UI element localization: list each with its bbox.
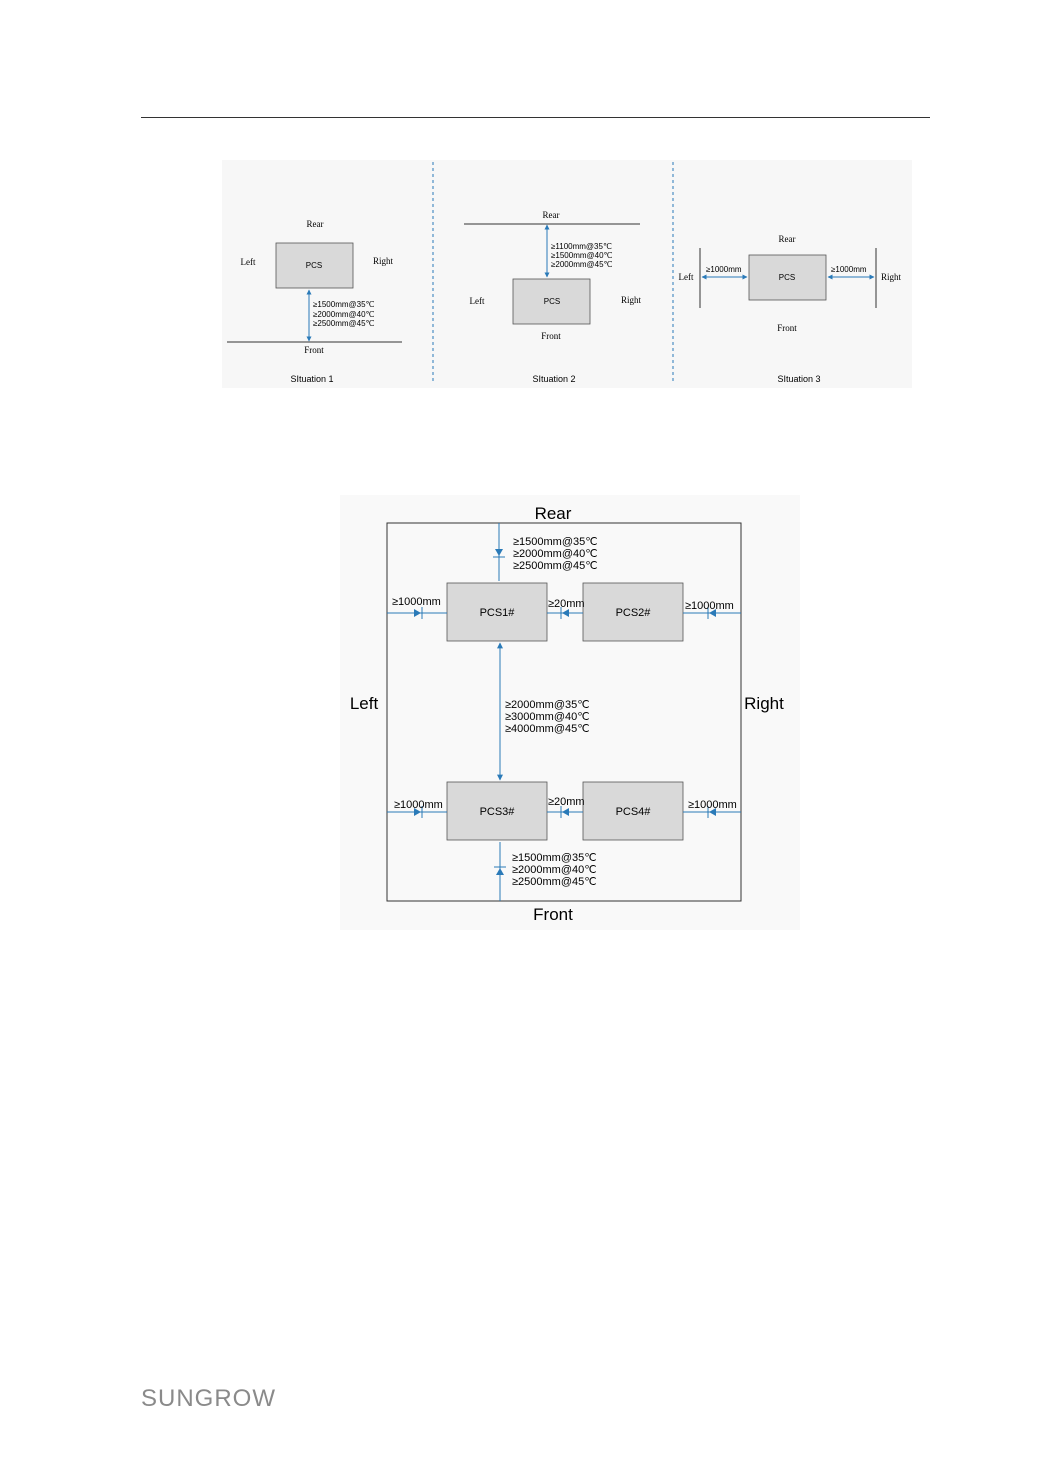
rear-label: Rear — [307, 219, 324, 229]
pcs-label: PCS — [306, 261, 322, 270]
clearance-value: ≥1500mm@35℃ — [513, 536, 598, 548]
clearance-value: ≥20mm — [548, 598, 585, 610]
front-label: Front — [304, 345, 324, 355]
left-label: Left — [470, 296, 485, 306]
situation-2-panel: Rear ≥1100mm@35℃ ≥1500mm@40℃ ≥2000mm@45℃… — [464, 210, 641, 384]
pcs-unit-label: PCS4# — [616, 806, 652, 818]
clearance-arrow-head — [495, 549, 503, 556]
logo-text: SUNGROW — [141, 1385, 276, 1412]
pcs-unit-label: PCS3# — [480, 806, 516, 818]
clearance-value: ≥2000mm@40℃ — [313, 310, 375, 319]
pcs-unit — [446, 582, 548, 642]
left-label: Left — [350, 694, 379, 713]
pcs-unit-label: PCS1# — [480, 607, 516, 619]
clearance-value: ≥1000mm — [392, 596, 441, 608]
clearance-value: ≥1500mm@40℃ — [551, 251, 613, 260]
clearance-arrow-head — [709, 808, 716, 816]
pcs-label: PCS — [544, 297, 560, 306]
clearance-value: ≥2000mm@35℃ — [505, 699, 590, 711]
front-label: Front — [777, 323, 797, 333]
right-label: Right — [881, 272, 902, 282]
left-label: Left — [241, 257, 256, 267]
situation-3-panel: Rear Left Right PCS ≥1000mm ≥1000mm Fron… — [679, 234, 902, 384]
sungrow-logo: SUNGROW — [141, 1385, 276, 1412]
pcs-unit — [582, 781, 684, 841]
rear-label: Rear — [779, 234, 796, 244]
clearance-value: ≥2000mm@45℃ — [551, 260, 613, 269]
clearance-value: ≥1000mm — [688, 799, 737, 811]
left-label: Left — [679, 272, 694, 282]
pcs-label: PCS — [779, 273, 795, 282]
pcs-unit-label: PCS2# — [616, 607, 652, 619]
figure-background — [340, 495, 800, 930]
pcs-box — [512, 278, 591, 325]
clearance-value: ≥1000mm — [831, 265, 867, 274]
clearance-value: ≥1000mm — [685, 600, 734, 612]
right-label: Right — [744, 694, 784, 713]
clearance-arrow-head — [496, 868, 504, 875]
clearance-figure-four-pcs: Rear Front Left Right PCS1# PCS2# PCS3# … — [340, 495, 800, 930]
clearance-value: ≥1000mm — [394, 799, 443, 811]
pcs-unit — [582, 582, 684, 642]
clearance-value: ≥1500mm@35℃ — [313, 300, 375, 309]
clearance-arrow-head — [414, 808, 421, 816]
pcs-box — [275, 242, 354, 289]
clearance-value: ≥2000mm@40℃ — [513, 548, 598, 560]
clearance-value: ≥1500mm@35℃ — [512, 852, 597, 864]
situation-caption: SItuation 3 — [777, 374, 820, 384]
clearance-value: ≥2000mm@40℃ — [512, 864, 597, 876]
situation-caption: SItuation 1 — [290, 374, 333, 384]
situation-1-panel: Rear Left Right PCS ≥1500mm@35℃ ≥2000mm@… — [227, 219, 402, 384]
pcs-box — [748, 254, 827, 301]
clearance-value: ≥2500mm@45℃ — [313, 319, 375, 328]
clearance-figure-situations: Rear Left Right PCS ≥1500mm@35℃ ≥2000mm@… — [222, 160, 912, 388]
pcs-unit — [446, 781, 548, 841]
clearance-arrow-head — [414, 609, 421, 617]
clearance-value: ≥4000mm@45℃ — [505, 723, 590, 735]
clearance-value: ≥1100mm@35℃ — [551, 242, 612, 251]
clearance-arrow-head — [562, 808, 569, 816]
header-rule — [141, 117, 930, 118]
right-label: Right — [373, 256, 394, 266]
situation-caption: SItuation 2 — [532, 374, 575, 384]
clearance-arrow-head — [562, 609, 569, 617]
clearance-value: ≥20mm — [548, 796, 585, 808]
rear-label: Rear — [543, 210, 560, 220]
clearance-value: ≥1000mm — [706, 265, 742, 274]
clearance-value: ≥2500mm@45℃ — [513, 560, 598, 572]
clearance-arrow-head — [709, 609, 716, 617]
front-label: Front — [533, 905, 573, 924]
clearance-value: ≥3000mm@40℃ — [505, 711, 590, 723]
right-label: Right — [621, 295, 642, 305]
clearance-value: ≥2500mm@45℃ — [512, 876, 597, 888]
rear-label: Rear — [535, 504, 572, 523]
site-boundary — [386, 522, 742, 902]
front-label: Front — [541, 331, 561, 341]
